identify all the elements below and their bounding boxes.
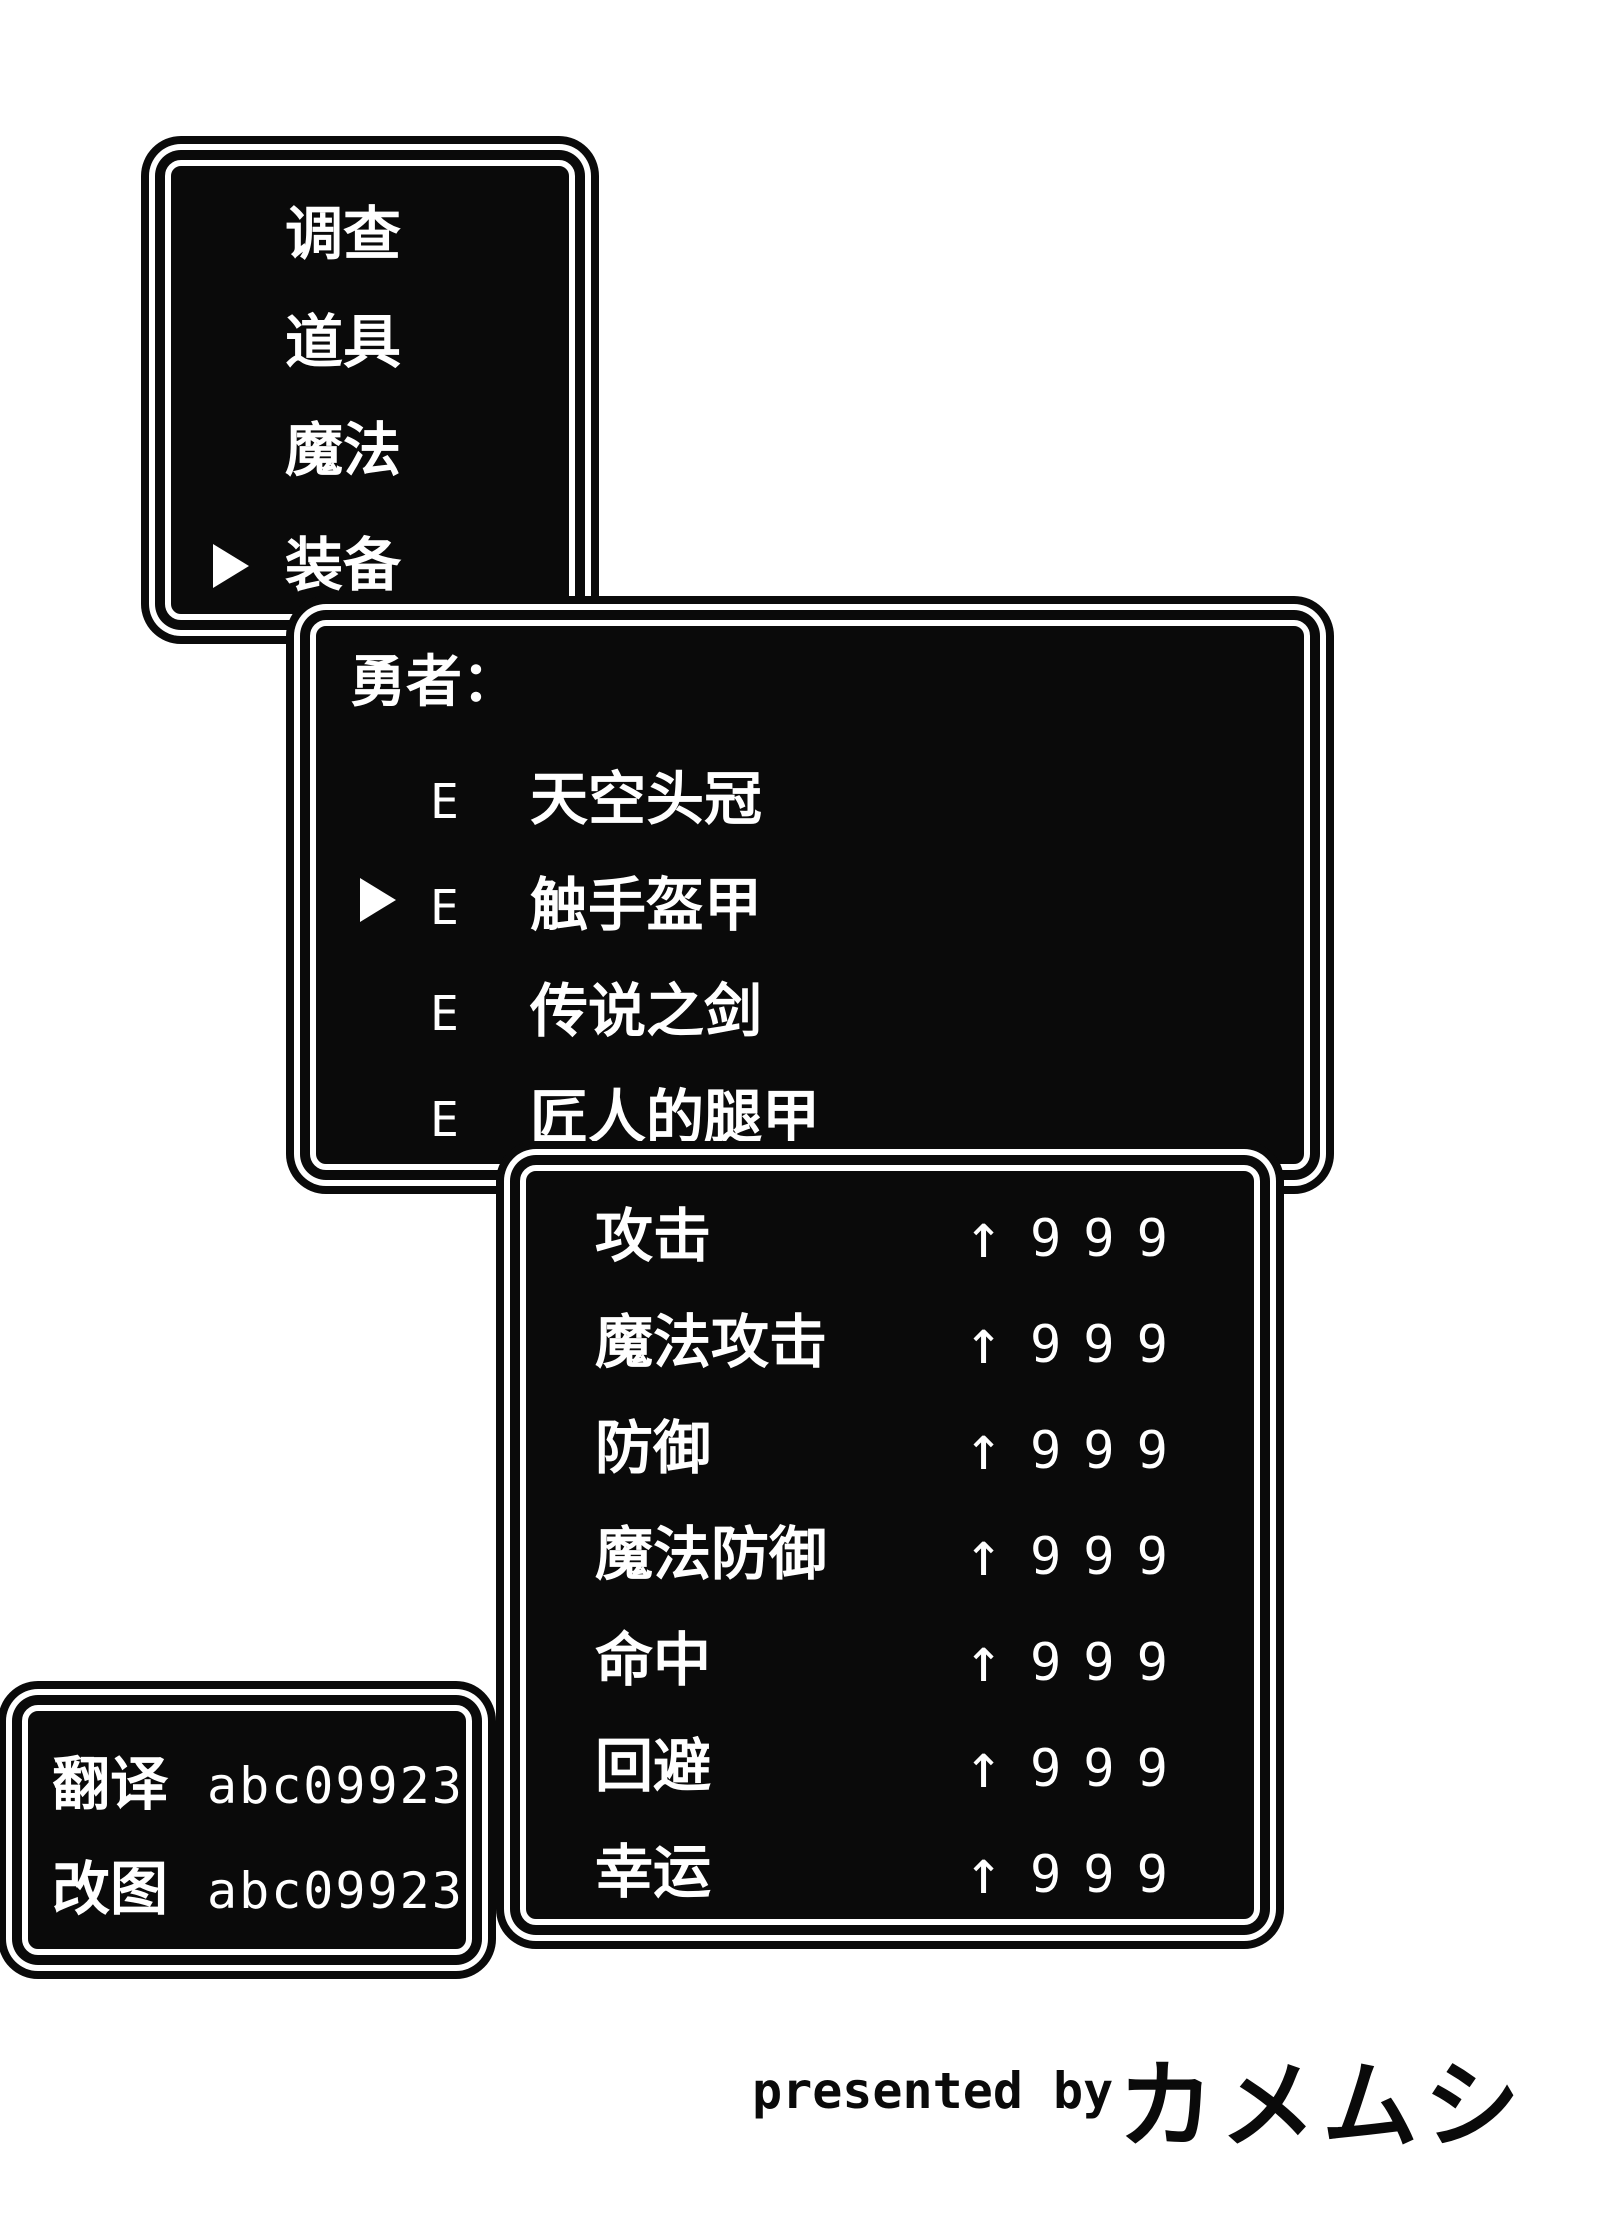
command-item-items[interactable]: 道具 xyxy=(285,308,402,376)
equipment-item-sword[interactable]: 传说之剑 xyxy=(530,977,763,1045)
stat-value-luck: 999 xyxy=(1030,1845,1190,1905)
translator-value: abc09923 xyxy=(207,1757,464,1815)
stat-name-defense: 防御 xyxy=(595,1414,712,1482)
command-cursor-icon xyxy=(213,544,249,588)
stat-name-magic-defense: 魔法防御 xyxy=(595,1520,828,1588)
equipped-marker: E xyxy=(430,986,459,1042)
equipped-marker: E xyxy=(430,1092,459,1148)
stat-up-arrow-icon: ↑ xyxy=(965,1305,1003,1378)
stat-up-arrow-icon: ↑ xyxy=(965,1199,1003,1272)
stats-window: 攻击 ↑ 999 魔法攻击 ↑ 999 防御 ↑ 999 魔法防御 ↑ 999 … xyxy=(510,1155,1270,1935)
editor-label: 改图 xyxy=(52,1855,169,1923)
stat-name-attack: 攻击 xyxy=(595,1202,712,1270)
author-name: カメムシ xyxy=(1118,2050,1526,2162)
stat-value-magic-defense: 999 xyxy=(1030,1527,1190,1587)
stat-name-accuracy: 命中 xyxy=(595,1626,712,1694)
stat-up-arrow-icon: ↑ xyxy=(965,1517,1003,1590)
command-item-magic[interactable]: 魔法 xyxy=(285,416,402,484)
presented-by-text: presented by xyxy=(752,2062,1114,2120)
equipment-cursor-icon xyxy=(360,878,396,922)
stat-up-arrow-icon: ↑ xyxy=(965,1729,1003,1802)
command-menu-window: 调查 道具 魔法 装备 xyxy=(155,150,585,630)
stat-value-attack: 999 xyxy=(1030,1209,1190,1269)
stat-name-evasion: 回避 xyxy=(595,1732,712,1800)
command-item-equip[interactable]: 装备 xyxy=(285,531,402,599)
stat-name-magic-attack: 魔法攻击 xyxy=(595,1308,828,1376)
stat-value-accuracy: 999 xyxy=(1030,1633,1190,1693)
stat-up-arrow-icon: ↑ xyxy=(965,1835,1003,1908)
stat-value-magic-attack: 999 xyxy=(1030,1315,1190,1375)
equipment-item-greaves[interactable]: 匠人的腿甲 xyxy=(530,1083,821,1151)
stat-name-luck: 幸运 xyxy=(595,1838,712,1906)
equipment-menu-window: 勇者： E 天空头冠 E 触手盔甲 E 传说之剑 E 匠人的腿甲 xyxy=(300,610,1320,1180)
stat-up-arrow-icon: ↑ xyxy=(965,1411,1003,1484)
translator-label: 翻译 xyxy=(52,1750,169,1818)
credits-window: 翻译 abc09923 改图 abc09923 xyxy=(12,1695,482,1965)
editor-value: abc09923 xyxy=(207,1862,464,1920)
stat-up-arrow-icon: ↑ xyxy=(965,1623,1003,1696)
equipment-item-armor[interactable]: 触手盔甲 xyxy=(530,871,763,939)
equipped-marker: E xyxy=(430,880,459,936)
stat-value-defense: 999 xyxy=(1030,1421,1190,1481)
equipment-item-helmet[interactable]: 天空头冠 xyxy=(530,765,763,833)
equipped-marker: E xyxy=(430,774,459,830)
stat-value-evasion: 999 xyxy=(1030,1739,1190,1799)
character-name: 勇者： xyxy=(350,650,518,715)
command-item-investigate[interactable]: 调查 xyxy=(285,200,402,268)
